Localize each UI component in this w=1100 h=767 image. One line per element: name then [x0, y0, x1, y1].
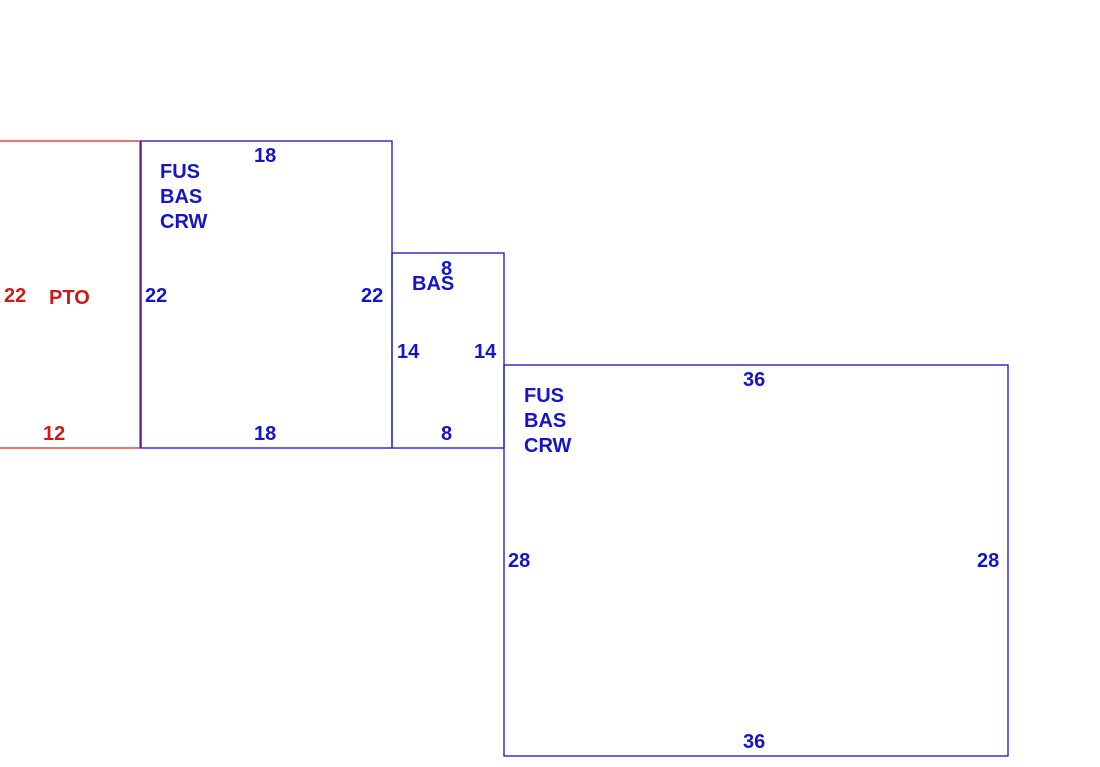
lower-area[interactable]: FUS BAS CRW 36 36 28 28 [503, 364, 1009, 757]
upper-right-dimension: 22 [361, 285, 383, 307]
upper-area-code-1: FUS [160, 161, 200, 183]
lower-area-outline [503, 364, 1009, 757]
connector-top-dimension: 8 [441, 258, 452, 280]
lower-left-dimension: 28 [508, 550, 530, 572]
lower-area-code-2: BAS [524, 410, 566, 432]
upper-left-dimension: 22 [145, 285, 167, 307]
pto-area[interactable]: PTO 22 12 [0, 140, 141, 449]
connector-code-label: BAS [412, 273, 454, 295]
lower-right-dimension: 28 [977, 550, 999, 572]
lower-area-code-3: CRW [524, 435, 572, 457]
upper-bottom-dimension: 18 [254, 423, 276, 445]
connector-area-outline [391, 252, 505, 449]
lower-bottom-dimension: 36 [743, 731, 765, 753]
connector-left-dimension: 14 [397, 341, 420, 363]
upper-area-code-3: CRW [160, 211, 208, 233]
lower-area-code-1: FUS [524, 385, 564, 407]
pto-outline [0, 140, 141, 449]
connector-right-dimension: 14 [474, 341, 497, 363]
pto-code-label: PTO [49, 287, 90, 309]
pto-bottom-dimension: 12 [43, 423, 65, 445]
connector-bottom-dimension: 8 [441, 423, 452, 445]
upper-area-code-2: BAS [160, 186, 202, 208]
upper-area[interactable]: FUS BAS CRW 18 18 22 22 [140, 140, 393, 449]
upper-top-dimension: 18 [254, 145, 276, 167]
lower-top-dimension: 36 [743, 369, 765, 391]
pto-left-dimension: 22 [4, 285, 26, 307]
connector-area[interactable]: 8 BAS 14 14 8 [391, 252, 505, 449]
